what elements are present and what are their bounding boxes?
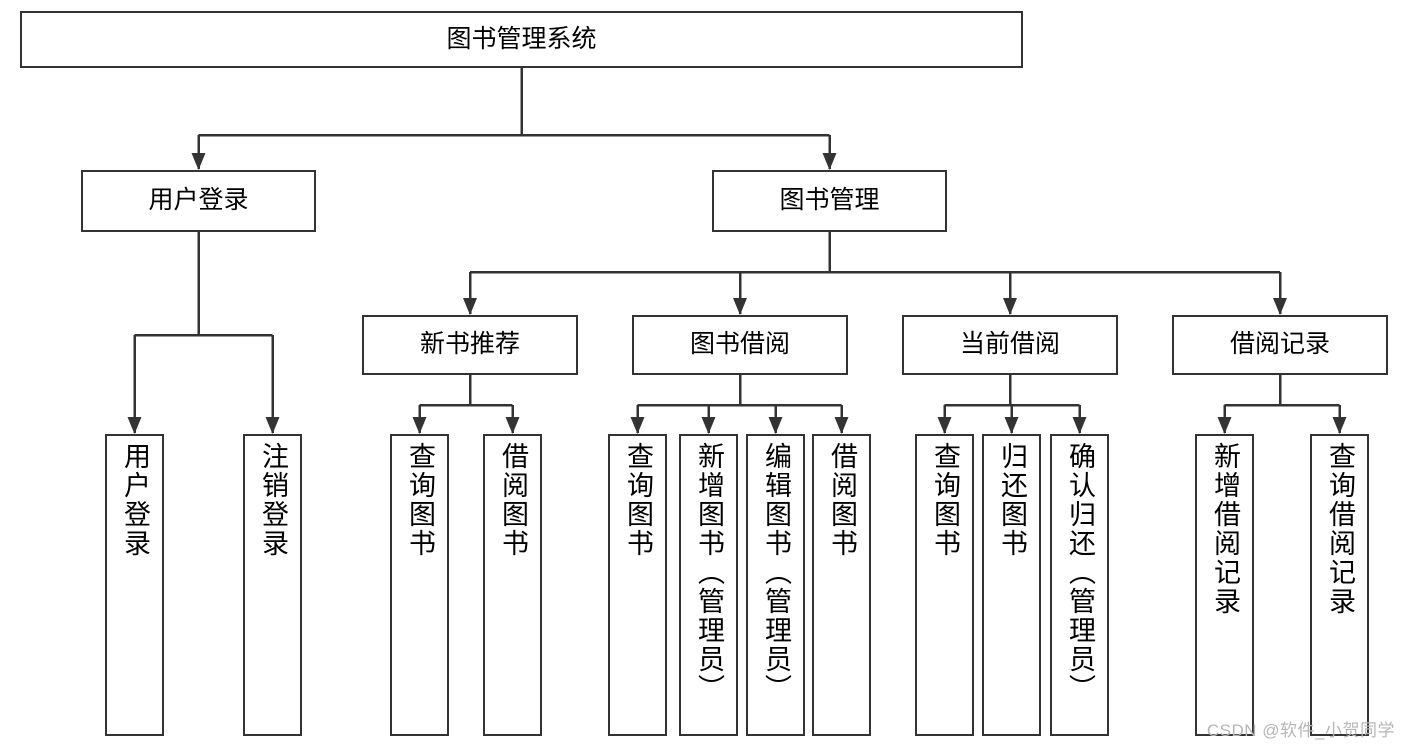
node-label-user-login: 用户登录 bbox=[148, 186, 249, 215]
node-leaf-recommend-borrow-book[interactable]: 借阅图书 bbox=[483, 434, 542, 736]
node-label-current-borrow: 当前借阅 bbox=[959, 330, 1060, 359]
node-label-leaf-current-return-book: 归还图书 bbox=[997, 442, 1027, 558]
node-book-management[interactable]: 图书管理 bbox=[712, 170, 947, 232]
node-label-leaf-current-confirm-return: 确认归还（管理员） bbox=[1065, 442, 1095, 703]
node-label-leaf-recommend-query-book: 查询图书 bbox=[405, 442, 435, 558]
arrowhead-icon bbox=[127, 417, 142, 434]
node-book-borrow[interactable]: 图书借阅 bbox=[632, 315, 848, 375]
node-label-leaf-borrow-borrow-book: 借阅图书 bbox=[827, 442, 857, 558]
node-user-login[interactable]: 用户登录 bbox=[81, 170, 316, 232]
arrowhead-icon bbox=[505, 417, 520, 434]
arrowhead-icon bbox=[701, 417, 716, 434]
node-leaf-recommend-query-book[interactable]: 查询图书 bbox=[390, 434, 449, 736]
arrowhead-icon bbox=[1273, 298, 1287, 315]
node-label-leaf-borrow-query-book: 查询图书 bbox=[623, 442, 653, 558]
arrowhead-icon bbox=[630, 417, 645, 434]
node-leaf-borrow-borrow-book[interactable]: 借阅图书 bbox=[812, 434, 871, 736]
arrowhead-icon bbox=[834, 417, 849, 434]
node-leaf-current-query-book[interactable]: 查询图书 bbox=[915, 434, 974, 736]
node-label-book-management: 图书管理 bbox=[779, 186, 880, 215]
node-leaf-user-logout[interactable]: 注销登录 bbox=[243, 434, 302, 736]
node-leaf-borrow-edit-book[interactable]: 编辑图书（管理员） bbox=[746, 434, 805, 736]
node-label-leaf-record-add: 新增借阅记录 bbox=[1210, 442, 1240, 616]
node-label-leaf-borrow-edit-book: 编辑图书（管理员） bbox=[761, 442, 791, 703]
node-borrow-record[interactable]: 借阅记录 bbox=[1172, 315, 1388, 375]
arrowhead-icon bbox=[1003, 298, 1017, 315]
arrowhead-icon bbox=[768, 417, 783, 434]
node-leaf-current-confirm-return[interactable]: 确认归还（管理员） bbox=[1050, 434, 1109, 736]
arrowhead-icon bbox=[937, 417, 952, 434]
arrowhead-icon bbox=[191, 153, 206, 170]
node-label-leaf-user-login: 用户登录 bbox=[120, 442, 150, 558]
node-root[interactable]: 图书管理系统 bbox=[20, 11, 1023, 68]
arrowhead-icon bbox=[733, 298, 747, 315]
node-label-leaf-current-query-book: 查询图书 bbox=[930, 442, 960, 558]
node-leaf-borrow-query-book[interactable]: 查询图书 bbox=[608, 434, 667, 736]
node-label-leaf-borrow-add-book: 新增图书（管理员） bbox=[694, 442, 724, 703]
node-label-borrow-record: 借阅记录 bbox=[1229, 330, 1330, 359]
node-leaf-current-return-book[interactable]: 归还图书 bbox=[982, 434, 1041, 736]
node-current-borrow[interactable]: 当前借阅 bbox=[902, 315, 1118, 375]
node-label-leaf-recommend-borrow-book: 借阅图书 bbox=[498, 442, 528, 558]
arrowhead-icon bbox=[412, 417, 427, 434]
node-new-book-recommend[interactable]: 新书推荐 bbox=[362, 315, 578, 375]
node-label-root: 图书管理系统 bbox=[446, 24, 597, 53]
arrowhead-icon bbox=[1332, 417, 1347, 434]
arrowhead-icon bbox=[822, 153, 837, 170]
node-leaf-record-add[interactable]: 新增借阅记录 bbox=[1195, 434, 1254, 736]
node-leaf-borrow-add-book[interactable]: 新增图书（管理员） bbox=[679, 434, 738, 736]
arrowhead-icon bbox=[1217, 417, 1232, 434]
node-leaf-user-login[interactable]: 用户登录 bbox=[105, 434, 164, 736]
arrowhead-icon bbox=[265, 417, 280, 434]
node-label-leaf-record-query: 查询借阅记录 bbox=[1325, 442, 1355, 616]
node-label-leaf-user-logout: 注销登录 bbox=[258, 442, 288, 558]
node-label-book-borrow: 图书借阅 bbox=[689, 330, 790, 359]
node-leaf-record-query[interactable]: 查询借阅记录 bbox=[1310, 434, 1369, 736]
arrowhead-icon bbox=[463, 298, 477, 315]
node-label-new-book-recommend: 新书推荐 bbox=[419, 330, 520, 359]
arrowhead-icon bbox=[1072, 417, 1087, 434]
arrowhead-icon bbox=[1004, 417, 1019, 434]
